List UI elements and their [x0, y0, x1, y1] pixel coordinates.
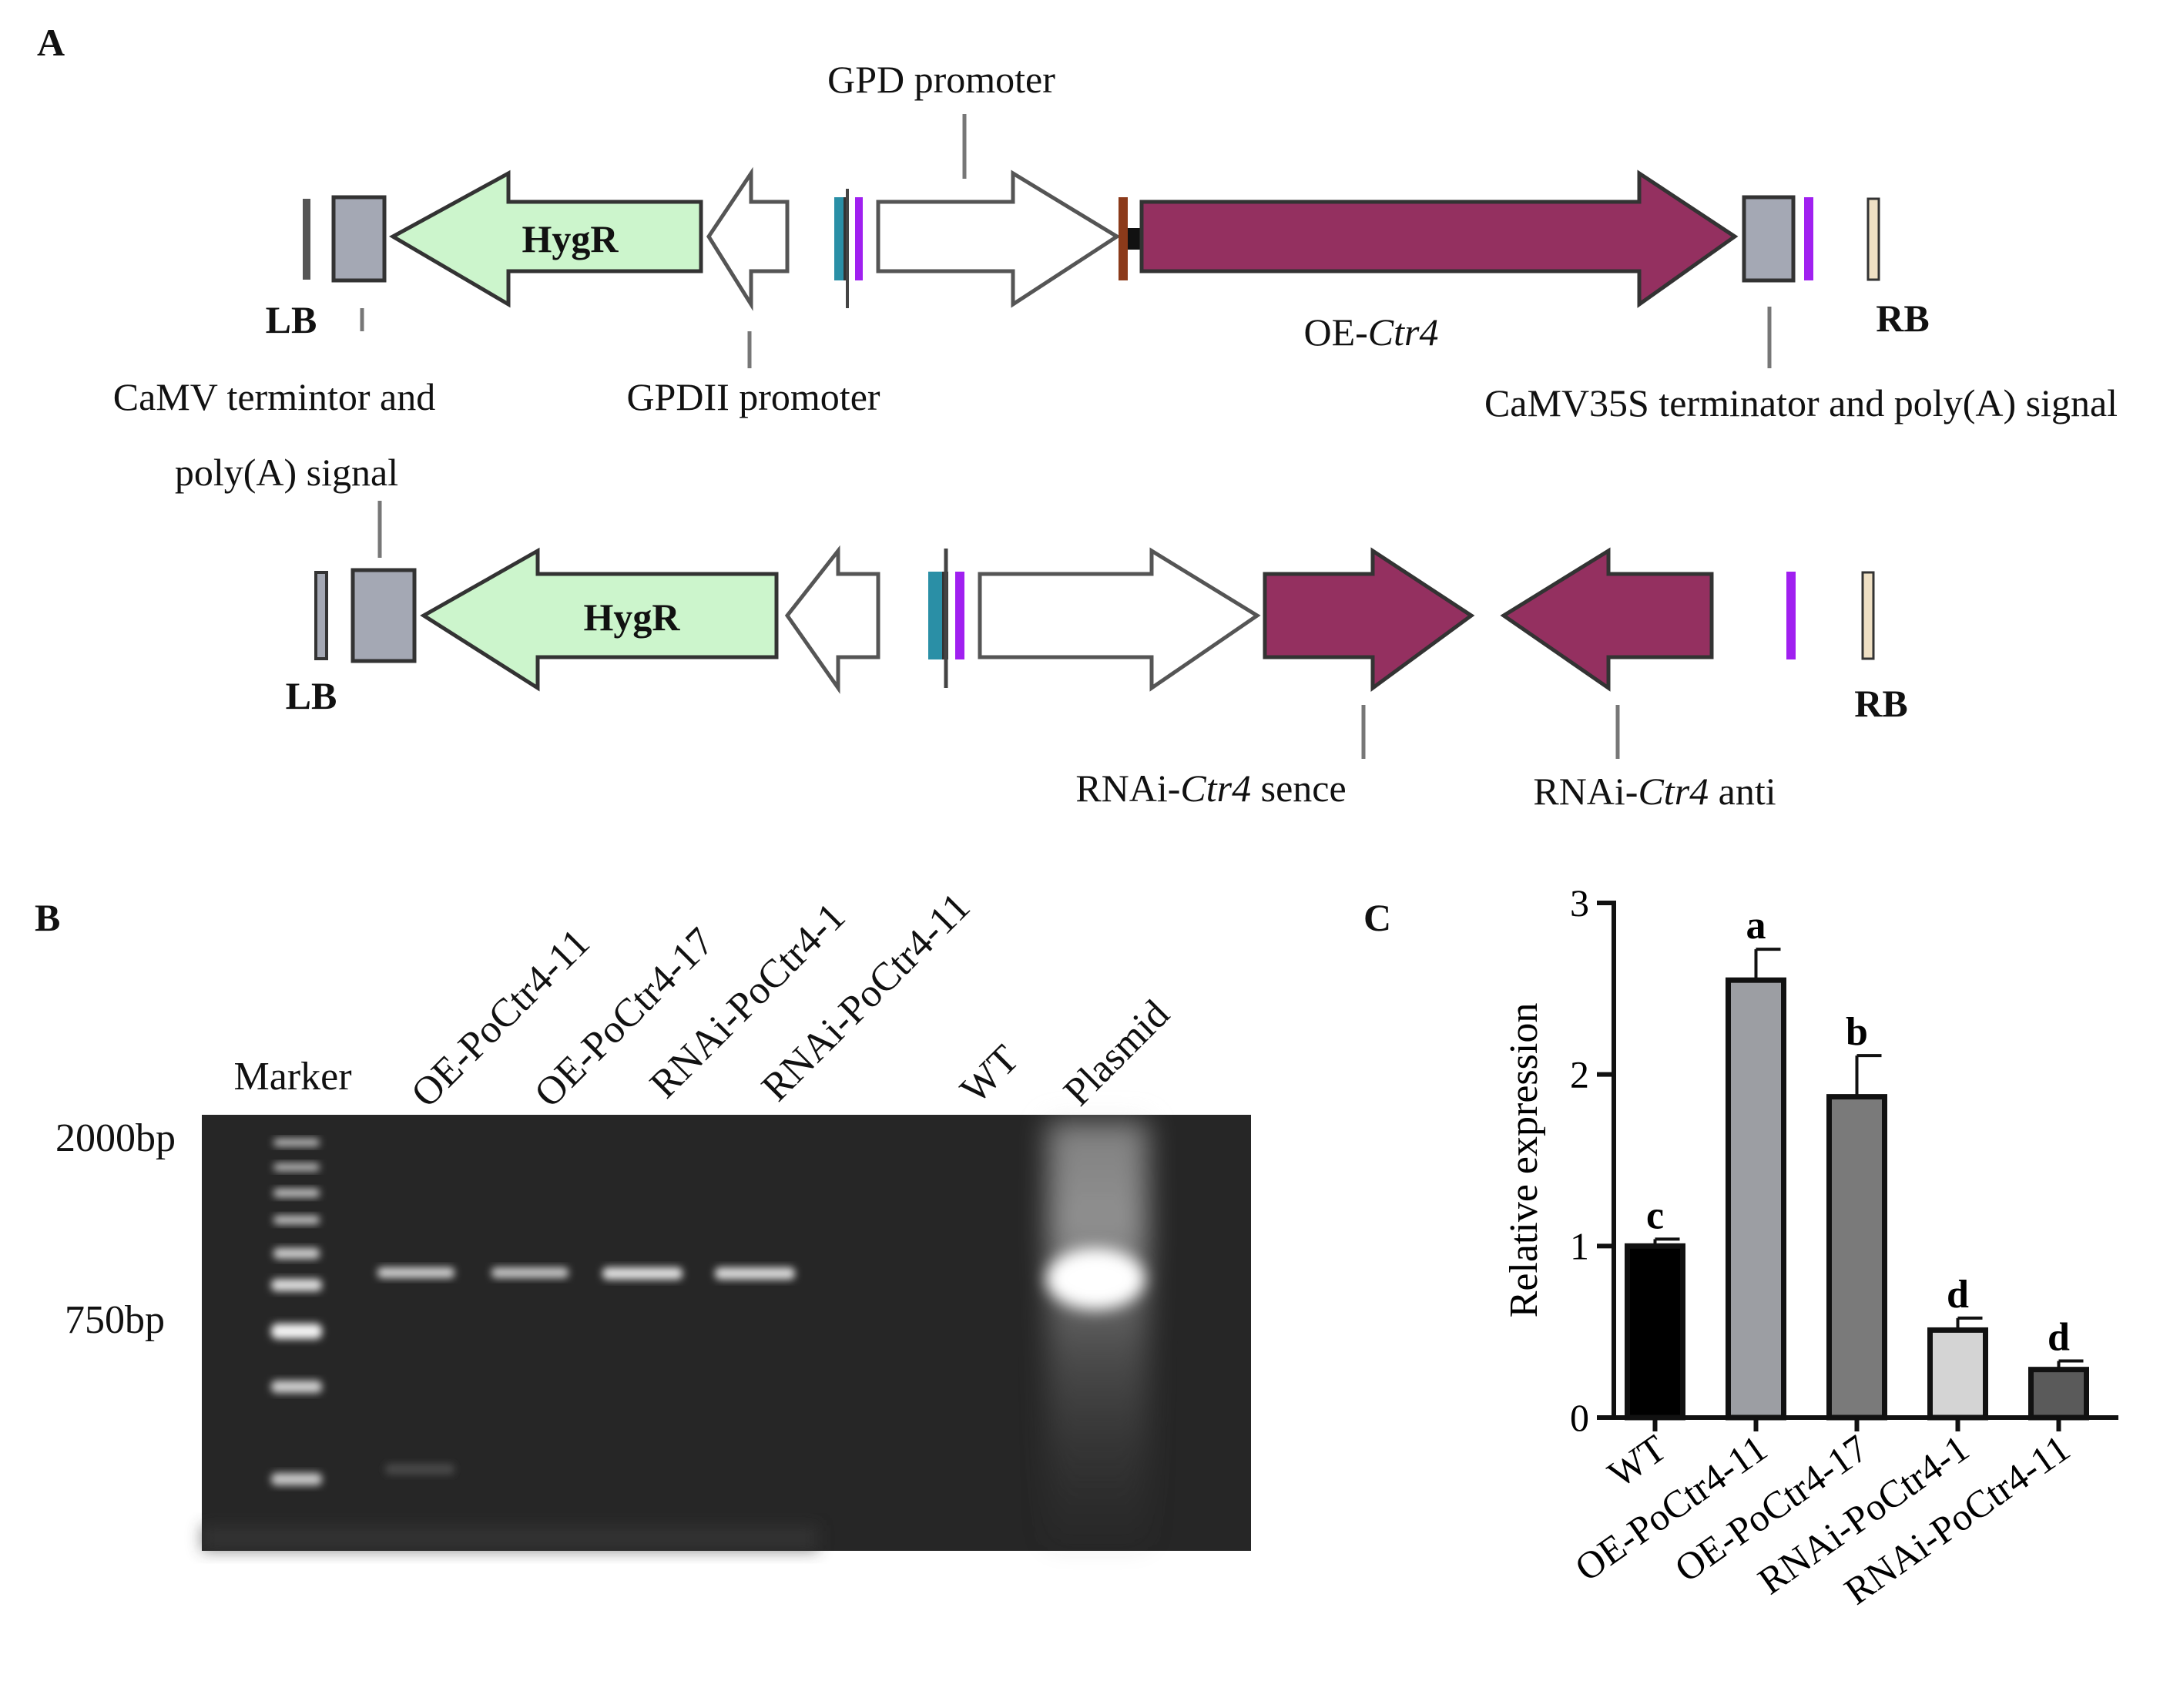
- ladder-band: [271, 1381, 322, 1393]
- bar: [1625, 1243, 1685, 1421]
- gel-lane-label: RNAi-PoCtr4-11: [753, 884, 978, 1109]
- camv-terminator-rnai: [350, 568, 417, 663]
- camv-terminator-label-line2: poly(A) signal: [175, 451, 398, 494]
- gel-lane-labels: OE-PoCtr4-11 OE-PoCtr4-17 RNAi-PoCtr4-1 …: [403, 884, 1178, 1116]
- bar: [1826, 1094, 1887, 1421]
- rnai-ctr4-anti-arrow: [1500, 547, 1714, 692]
- bar: [2028, 1367, 2089, 1421]
- marker-ladder: [271, 1139, 322, 1485]
- rb-label-rnai: RB: [1854, 682, 1907, 725]
- ladder-band: [273, 1139, 320, 1146]
- hygr-label-oe: HygR: [522, 217, 619, 260]
- rb-border-rnai: [1861, 571, 1875, 660]
- band-rnai-11: [715, 1267, 795, 1280]
- gpdii-promoter-arrow-rnai: [784, 545, 880, 694]
- y-tick-label: 1: [1570, 1224, 1589, 1267]
- significance-letter: d: [1947, 1273, 1969, 1317]
- gpd-promoter-arrow-oe: [876, 169, 1121, 308]
- ladder-band: [271, 1279, 322, 1291]
- gel-image: [202, 1115, 1251, 1551]
- rnai-ctr4-anti-label: RNAi-Ctr4 anti: [1533, 770, 1776, 813]
- hygr-label-rnai: HygR: [584, 596, 681, 639]
- hygr-arrow-rnai: [420, 547, 779, 692]
- ladder-band: [273, 1189, 320, 1197]
- teal-element-oe: [834, 197, 844, 280]
- panel-label-b: B: [35, 896, 60, 939]
- panel-label-a: A: [37, 21, 65, 64]
- plasmid-band: [1046, 1248, 1145, 1310]
- y-tick-label: 3: [1570, 881, 1589, 924]
- hygr-arrow-oe: [388, 169, 703, 308]
- significance-letter: b: [1846, 1010, 1868, 1054]
- camv-terminator-oe: [331, 195, 387, 283]
- ladder-band: [273, 1248, 320, 1259]
- plasmid-smear: [1048, 1121, 1148, 1545]
- band-oe-17: [491, 1267, 568, 1278]
- construct-oe: HygR GPD promoter LB RB OE-Ctr4 CaMV ter…: [113, 58, 2118, 558]
- significance-letter: a: [1746, 904, 1766, 948]
- ladder-band: [273, 1163, 320, 1171]
- gel-lane-label: RNAi-PoCtr4-1: [642, 894, 854, 1106]
- purple-rb-element-rnai: [1786, 572, 1796, 659]
- gel-bottom-glow: [202, 1525, 818, 1551]
- lb-label-rnai: LB: [286, 674, 337, 717]
- camv35s-label: CaMV35S terminator and poly(A) signal: [1484, 381, 2118, 424]
- y-tick-label: 0: [1570, 1396, 1589, 1439]
- gpd-promoter-label: GPD promoter: [827, 58, 1055, 101]
- y-axis-label: Relative expression: [1502, 1003, 1546, 1318]
- panel-label-c: C: [1363, 896, 1391, 939]
- gel-size-750: 750bp: [65, 1298, 165, 1342]
- rb-border-oe: [1866, 197, 1880, 281]
- rb-label-oe: RB: [1876, 297, 1929, 340]
- significance-letter: c: [1646, 1193, 1664, 1237]
- ladder-band: [271, 1324, 322, 1339]
- brown-element-oe: [1119, 197, 1128, 280]
- significance-letter: d: [2048, 1316, 2070, 1360]
- gel-lane-label: WT: [952, 1037, 1027, 1112]
- ladder-band: [271, 1473, 322, 1485]
- band-rnai-1: [602, 1267, 683, 1280]
- ladder-band: [273, 1216, 320, 1224]
- purple-element-oe: [855, 197, 863, 280]
- lb-border-rnai: [314, 571, 328, 660]
- construct-rnai: HygR LB RB RNAi-Ctr4 sence RNAi-Ctr4 ant…: [286, 545, 1908, 813]
- bar: [1726, 977, 1786, 1421]
- bar: [1927, 1327, 1988, 1421]
- band-oe-11: [377, 1267, 454, 1278]
- rnai-ctr4-sense-label: RNAi-Ctr4 sence: [1075, 767, 1346, 810]
- rnai-ctr4-sense-arrow: [1263, 547, 1475, 692]
- teal-element-rnai: [928, 572, 942, 659]
- lb-label-oe: LB: [266, 298, 317, 341]
- gpdii-promoter-arrow-oe: [706, 166, 790, 311]
- gpdii-promoter-label: GPDII promoter: [626, 375, 880, 418]
- gpd-promoter-arrow-rnai: [978, 547, 1261, 692]
- oe-ctr4-label: OE-Ctr4: [1303, 310, 1438, 354]
- faint-band-oe-11: [385, 1464, 454, 1475]
- lb-border-oe: [303, 199, 310, 280]
- gel-lane-label: Plasmid: [1055, 992, 1178, 1115]
- black-linker-oe: [1128, 228, 1142, 250]
- purple-rb-element-oe: [1804, 197, 1813, 280]
- oe-ctr4-arrow: [1139, 169, 1739, 308]
- gel-size-2000: 2000bp: [55, 1116, 176, 1160]
- y-tick-label: 2: [1570, 1053, 1589, 1096]
- x-tick-label: WT: [1600, 1426, 1674, 1495]
- purple-element-rnai: [955, 572, 964, 659]
- gel-marker-label: Marker: [233, 1055, 351, 1099]
- camv35s-terminator-oe: [1742, 195, 1796, 283]
- camv-terminator-label-line1: CaMV termintor and: [113, 375, 435, 418]
